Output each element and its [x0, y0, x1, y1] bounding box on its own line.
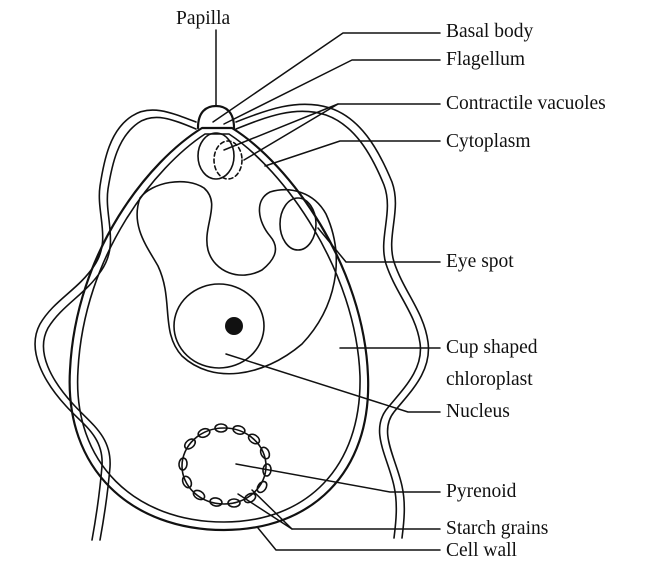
label-nucleus: Nucleus	[446, 401, 510, 423]
nucleus	[174, 284, 264, 368]
label-basal-body: Basal body	[446, 21, 533, 43]
label-pyrenoid: Pyrenoid	[446, 481, 516, 503]
label-cytoplasm: Cytoplasm	[446, 131, 531, 153]
label-starch-grains: Starch grains	[446, 518, 548, 540]
leader-cell-wall	[258, 528, 440, 550]
label-chloroplast-line2: chloroplast	[446, 369, 533, 391]
label-chloroplast-line1: Cup shaped	[446, 337, 538, 359]
label-cell-wall: Cell wall	[446, 540, 517, 562]
papilla	[198, 106, 234, 128]
label-flagellum: Flagellum	[446, 49, 525, 71]
cell-membrane-outline	[78, 134, 360, 522]
cell-wall-outline	[70, 128, 369, 530]
left-flagellum	[35, 110, 196, 540]
nucleolus	[225, 317, 243, 335]
label-eye-spot: Eye spot	[446, 251, 514, 273]
label-papilla: Papilla	[176, 8, 230, 30]
cup-shaped-chloroplast	[137, 182, 336, 374]
leader-cytoplasm	[265, 141, 440, 166]
contractile-vacuoles	[198, 133, 242, 179]
label-contractile-vacuoles: Contractile vacuoles	[446, 93, 606, 115]
